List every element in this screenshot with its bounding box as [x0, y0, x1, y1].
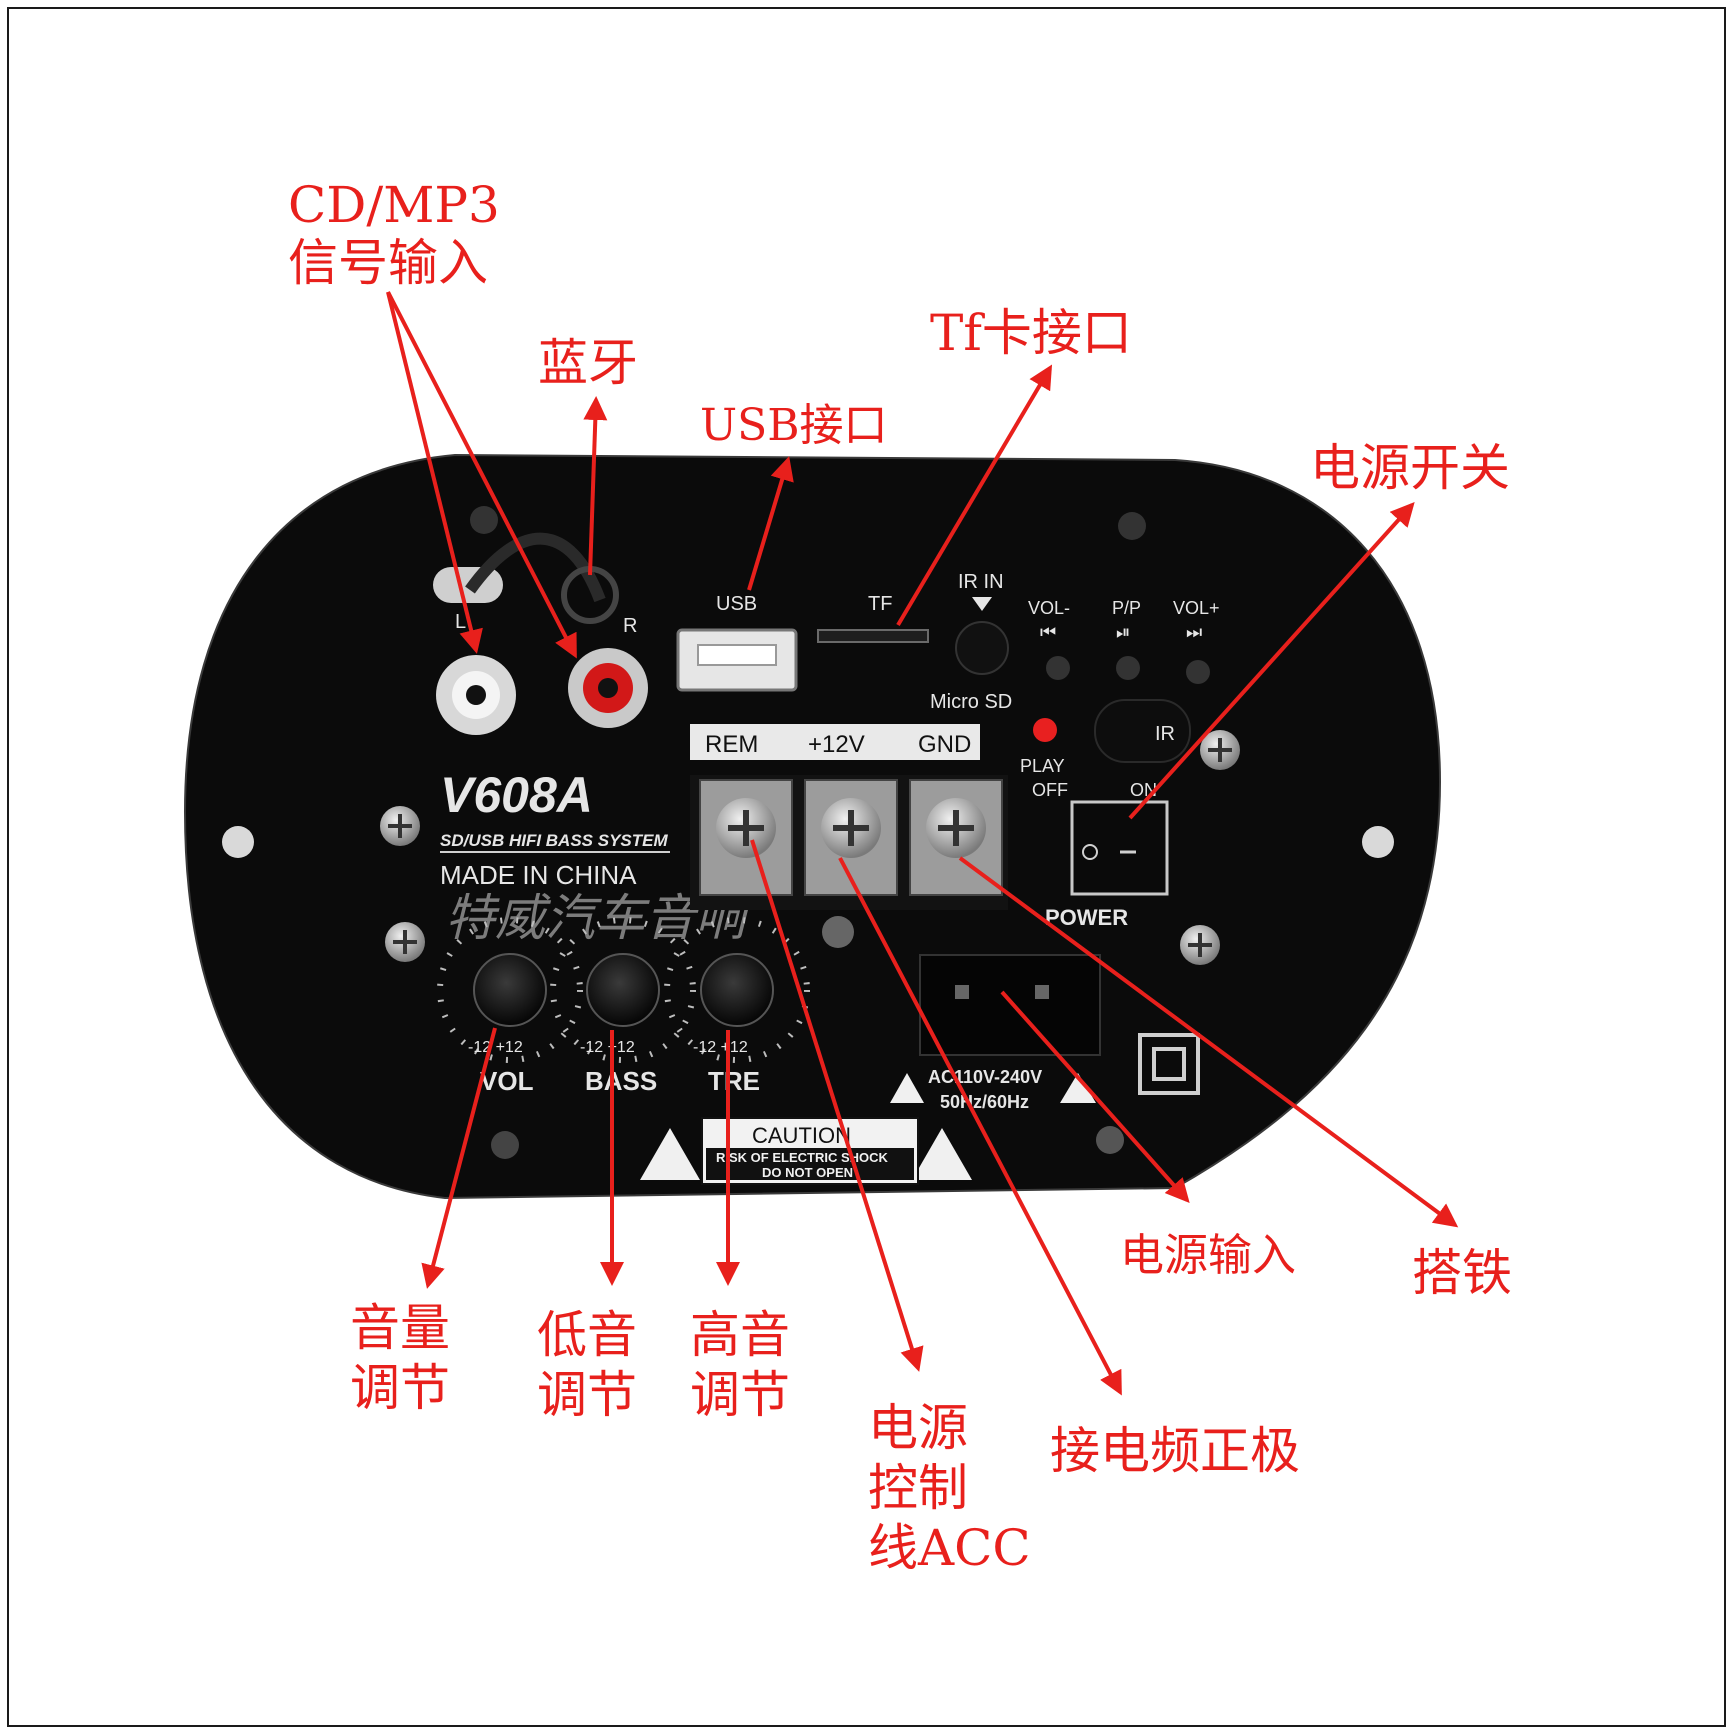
- callout-volume-line1: 音量: [350, 1299, 450, 1357]
- mounting-hole-bottom-left: [491, 1131, 519, 1159]
- tre-knob[interactable]: [664, 917, 810, 1063]
- usb-label: USB: [716, 593, 757, 615]
- callout-cdmp3-line1: CD/MP3: [288, 176, 500, 234]
- rca-left-label: L: [455, 611, 466, 633]
- play-pause-icon: ⏯: [1116, 622, 1130, 643]
- ir-receiver: [955, 621, 1009, 675]
- vol-minus-label: VOL-: [1028, 598, 1070, 618]
- ir-in-arrow-icon: [972, 597, 992, 611]
- callout-acc-line2: 控制: [868, 1459, 968, 1517]
- mounting-hole-left: [222, 826, 254, 858]
- prev-track-icon: ⏮: [1040, 622, 1056, 643]
- play-led: [1033, 718, 1057, 742]
- ac-frequency-label: 50Hz/60Hz: [940, 1092, 1029, 1112]
- bass-knob[interactable]: [550, 917, 696, 1063]
- play-pause-button[interactable]: [1116, 656, 1140, 680]
- play-label: PLAY: [1020, 756, 1065, 776]
- power-label: POWER: [1045, 905, 1128, 930]
- callout-usb-port: USB接口: [700, 400, 888, 451]
- power-switch[interactable]: [1070, 800, 1169, 896]
- vol-minus-button[interactable]: [1046, 656, 1070, 680]
- callout-treble-line1: 高音: [690, 1306, 790, 1364]
- tf-label: TF: [868, 593, 892, 615]
- caution-exclamation-icon: [912, 1128, 972, 1180]
- callout-cdmp3-line2: 信号输入: [288, 234, 488, 292]
- rca-jack-left[interactable]: [436, 655, 516, 735]
- caution-line2: DO NOT OPEN: [762, 1165, 853, 1180]
- callout-tf-port: Tf卡接口: [930, 304, 1132, 362]
- ir-in-label: IR IN: [958, 571, 1004, 593]
- off-label: OFF: [1032, 780, 1068, 800]
- tf-card-slot[interactable]: [817, 629, 929, 643]
- terminal-rem[interactable]: [699, 779, 793, 896]
- callout-treble-line2: 调节: [690, 1366, 790, 1424]
- panel-screws: [380, 730, 1240, 965]
- pp-label: P/P: [1112, 598, 1141, 618]
- terminal-12v[interactable]: [804, 779, 898, 896]
- model-name: V608A: [440, 767, 593, 823]
- vol-label: VOL: [480, 1066, 534, 1096]
- bass-label: BASS: [585, 1066, 657, 1096]
- terminal-label-gnd: GND: [918, 731, 971, 758]
- vol-knob[interactable]: [437, 917, 583, 1063]
- next-track-icon: ⏭: [1186, 622, 1202, 643]
- mounting-hole-top-right: [1118, 512, 1146, 540]
- ac-input-socket: [919, 954, 1101, 1056]
- callout-power-input: 电源输入: [1120, 1230, 1296, 1281]
- callout-acc-line3: 线ACC: [868, 1519, 1031, 1577]
- callout-arrows: [386, 291, 1459, 1396]
- caution-line1: RISK OF ELECTRIC SHOCK: [716, 1150, 889, 1165]
- terminal-label-12v: +12V: [808, 731, 865, 758]
- rca-right-label: R: [623, 615, 637, 637]
- callout-ground: 搭铁: [1412, 1244, 1512, 1302]
- callout-acc-line1: 电源: [868, 1399, 968, 1457]
- micro-sd-label: Micro SD: [930, 691, 1012, 713]
- ir-label: IR: [1155, 723, 1175, 745]
- terminal-label-strip: [690, 724, 980, 760]
- callout-power-switch: 电源开关: [1310, 439, 1510, 497]
- made-in-label: MADE IN CHINA: [440, 860, 637, 890]
- rca-jack-right[interactable]: [568, 648, 648, 728]
- tre-scale: -12 +12: [693, 1039, 748, 1056]
- shock-warning-icon: [890, 1073, 924, 1103]
- tre-label: TRE: [708, 1066, 760, 1096]
- caution-shock-icon: [640, 1128, 700, 1180]
- ac-warning-icon: [1060, 1073, 1096, 1103]
- mounting-hole-top-left: [470, 506, 498, 534]
- mounting-hole-bottom-right: [1096, 1126, 1124, 1154]
- callout-battery-positive: 接电频正极: [1050, 1422, 1300, 1480]
- callout-volume-line2: 调节: [350, 1359, 450, 1417]
- double-insulation-icon: [1138, 1033, 1200, 1095]
- callout-bluetooth: 蓝牙: [538, 334, 638, 392]
- ac-rating-label: AC110V-240V: [928, 1067, 1042, 1087]
- vol-plus-button[interactable]: [1186, 660, 1210, 684]
- vol-plus-label: VOL+: [1173, 598, 1220, 618]
- mounting-hole-right: [1362, 826, 1394, 858]
- image-border: [7, 7, 1726, 1727]
- caution-title: CAUTION: [752, 1123, 851, 1148]
- ir-window: [1094, 699, 1191, 763]
- callout-bass-line1: 低音: [537, 1306, 637, 1364]
- vol-scale: -12 +12: [468, 1039, 523, 1056]
- model-subtitle: SD/USB HIFI BASS SYSTEM: [440, 831, 668, 850]
- terminal-label-rem: REM: [705, 731, 758, 758]
- callout-bass-line2: 调节: [537, 1366, 637, 1424]
- bass-scale: -12 +12: [580, 1039, 635, 1056]
